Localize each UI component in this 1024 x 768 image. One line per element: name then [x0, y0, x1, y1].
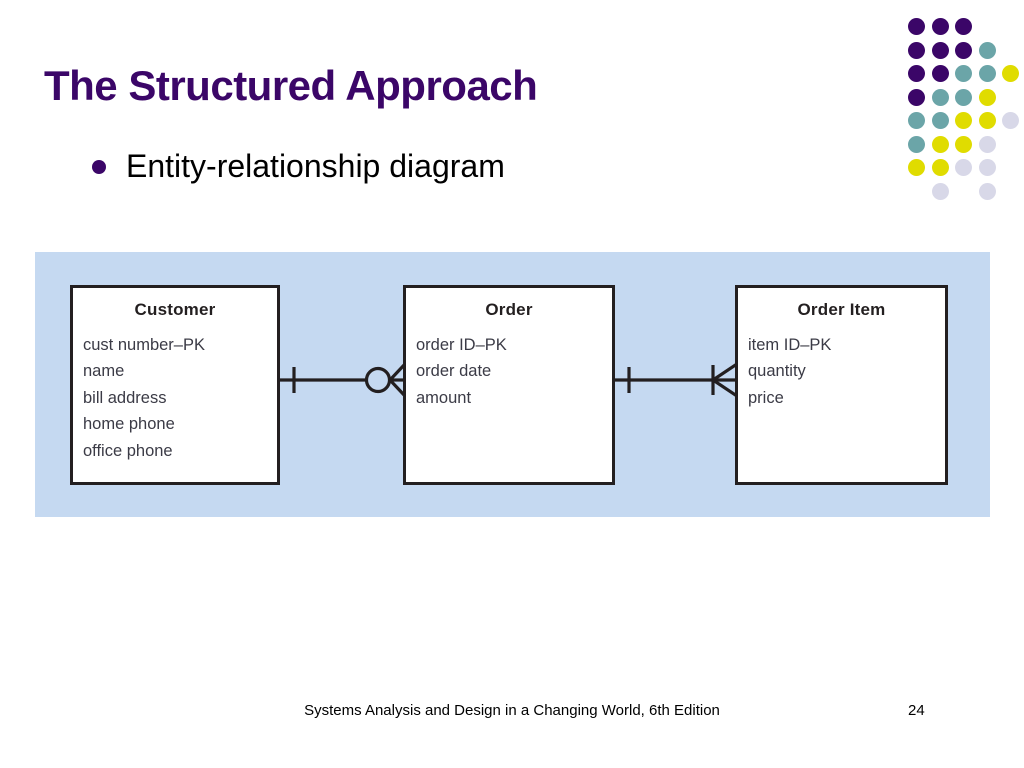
decorative-dot-purple	[931, 18, 949, 35]
relationship-connector-order-order-item	[613, 362, 737, 398]
decorative-dot-lavender	[931, 182, 949, 200]
entity-attribute-list-order-item: item ID–PK quantity price	[748, 332, 945, 411]
decorative-dot-purple	[908, 65, 925, 82]
entity-attribute: price	[748, 388, 784, 407]
decorative-dot-teal	[931, 88, 949, 106]
entity-attribute: office phone	[83, 441, 173, 460]
decorative-dot-purple	[908, 18, 925, 35]
decorative-dot-yellow	[908, 159, 925, 176]
page-number: 24	[908, 702, 925, 719]
decorative-dot-purple	[908, 41, 925, 59]
decorative-dot-purple	[955, 18, 972, 35]
relationship-connector-customer-order	[278, 362, 405, 398]
entity-box-order-item: Order Item item ID–PK quantity price	[735, 285, 948, 485]
decorative-dot-yellow	[978, 88, 996, 106]
entity-attribute: home phone	[83, 415, 175, 434]
decorative-dot-yellow	[955, 135, 972, 153]
decorative-dot-teal	[908, 135, 925, 153]
entity-box-customer: Customer cust number–PK name bill addres…	[70, 285, 280, 485]
decorative-dot-purple	[908, 88, 925, 106]
decorative-dot-yellow	[978, 112, 996, 129]
bullet-list-item: Entity-relationship diagram	[92, 148, 505, 185]
decorative-dot-purple	[955, 41, 972, 59]
entity-title-order: Order	[485, 300, 533, 319]
decorative-dot-lavender	[955, 159, 972, 176]
decorative-dot-teal	[955, 88, 972, 106]
entity-attribute: order date	[416, 362, 492, 381]
entity-attribute-list-order: order ID–PK order date amount	[416, 332, 612, 411]
decorative-dot-teal	[955, 65, 972, 82]
decorative-dot-purple	[931, 41, 949, 59]
entity-box-order: Order order ID–PK order date amount	[403, 285, 615, 485]
decorative-dot-lavender	[978, 135, 996, 153]
entity-attribute: amount	[416, 388, 472, 407]
bullet-item-label: Entity-relationship diagram	[126, 148, 505, 184]
entity-attribute-list-customer: cust number–PK name bill address home ph…	[83, 332, 277, 464]
decorative-dot-lavender	[1002, 112, 1019, 129]
decorative-dot-teal	[931, 112, 949, 129]
entity-attribute: quantity	[748, 362, 806, 381]
entity-attribute: order ID–PK	[416, 336, 507, 354]
bullet-dot-icon	[92, 159, 106, 174]
decorative-dot-yellow	[931, 159, 949, 176]
decorative-dot-teal	[908, 112, 925, 129]
decorative-dot-teal	[978, 41, 996, 59]
erd-diagram-panel: Customer cust number–PK name bill addres…	[35, 252, 990, 517]
entity-attribute: name	[83, 362, 125, 381]
decorative-dot-yellow	[931, 135, 949, 153]
decorative-dot-lavender	[978, 159, 996, 176]
entity-attribute: cust number–PK	[83, 336, 205, 354]
decorative-dot-yellow	[955, 112, 972, 129]
entity-title-customer: Customer	[134, 300, 216, 319]
decorative-dot-lavender	[978, 182, 996, 200]
decorative-dot-teal	[978, 65, 996, 82]
entity-attribute: bill address	[83, 388, 167, 407]
footer-citation: Systems Analysis and Design in a Changin…	[304, 702, 720, 719]
decorative-dot-purple	[931, 65, 949, 82]
page-title: The Structured Approach	[44, 62, 538, 109]
decorative-dot-grid	[888, 8, 1024, 200]
entity-title-order-item: Order Item	[797, 300, 886, 319]
entity-attribute: item ID–PK	[748, 336, 832, 354]
decorative-dot-yellow	[1002, 65, 1019, 82]
